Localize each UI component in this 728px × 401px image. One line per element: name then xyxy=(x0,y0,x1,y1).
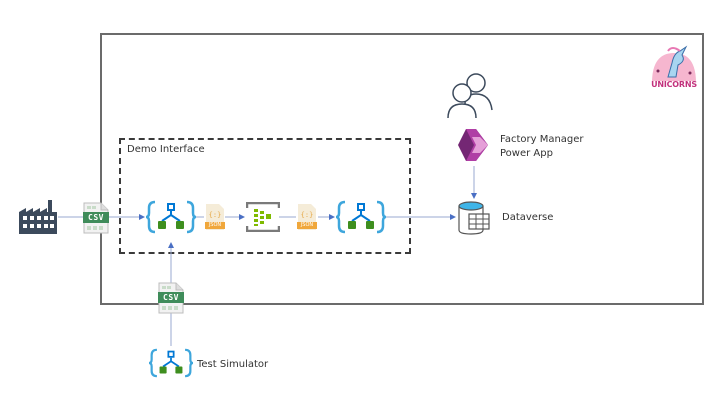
power-app-label-line1: Factory Manager xyxy=(500,134,584,145)
svg-text:{:}: {:} xyxy=(209,211,222,219)
csv-file-icon xyxy=(158,282,184,314)
power-app-label-line2: Power App xyxy=(500,148,553,159)
logic-app-icon xyxy=(145,200,197,234)
test-simulator-node xyxy=(148,347,194,383)
csv-test-node: CSV xyxy=(158,282,184,318)
csv-label: CSV xyxy=(88,213,104,222)
logic-app-1-node xyxy=(145,200,197,238)
factory-icon xyxy=(18,200,58,238)
event-hub-node xyxy=(245,201,281,236)
json-1-node: {:} JSON xyxy=(205,203,225,235)
logic-app-icon xyxy=(148,348,194,378)
csv-label: CSV xyxy=(163,293,179,302)
dataverse-node xyxy=(457,200,493,240)
users-icon xyxy=(445,70,495,124)
logic-app-2-node xyxy=(335,200,387,238)
csv-file-icon xyxy=(83,202,109,234)
event-hub-icon xyxy=(245,201,281,233)
power-app-node xyxy=(456,127,490,167)
json-label: JSON xyxy=(208,222,222,228)
svg-text:{:}: {:} xyxy=(301,211,314,219)
dataverse-label: Dataverse xyxy=(502,212,554,223)
demo-interface-label: Demo Interface xyxy=(127,144,205,155)
unicorns-logo-icon xyxy=(650,45,698,91)
power-apps-icon xyxy=(458,129,488,161)
test-simulator-label: Test Simulator xyxy=(197,359,269,370)
logic-app-icon xyxy=(335,200,387,234)
dataverse-icon xyxy=(458,201,490,235)
system-boundary xyxy=(100,33,704,305)
json-label: JSON xyxy=(300,222,314,228)
logo-text: UNICORNS xyxy=(651,80,697,89)
unicorns-logo: UNICORNS xyxy=(646,43,702,97)
json-file-icon: {:} xyxy=(205,204,225,230)
csv-input-node: CSV xyxy=(83,202,109,238)
json-2-node: {:} JSON xyxy=(297,203,317,235)
demo-interface-boundary xyxy=(119,138,411,254)
json-file-icon: {:} xyxy=(297,204,317,230)
